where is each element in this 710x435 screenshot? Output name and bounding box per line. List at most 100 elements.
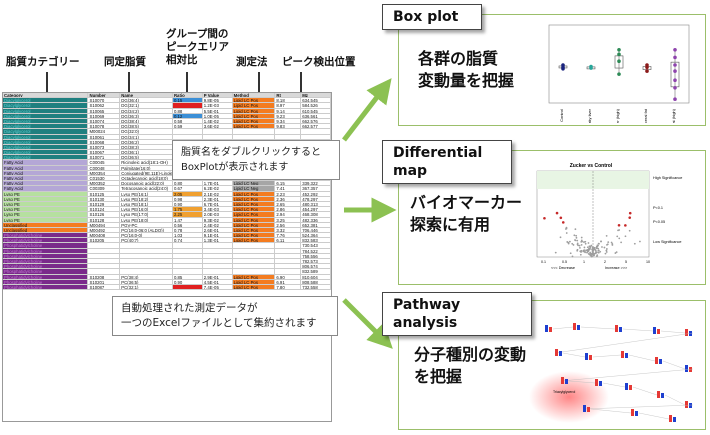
cell-category: Diacylglycerol xyxy=(3,98,89,103)
cell-name[interactable] xyxy=(120,259,173,264)
diffmap-point xyxy=(555,211,559,215)
pathway-edge xyxy=(590,408,632,414)
diffmap-x-tick: 2 xyxy=(604,260,606,264)
diffmap-point xyxy=(605,248,608,250)
cell-pvalue: 7.4E-05 xyxy=(202,284,233,290)
cell-name[interactable]: Lyso PE(16:0) xyxy=(120,207,173,212)
cell-name[interactable] xyxy=(120,264,173,269)
label-peak-area-ratio: グループ間の ピークエリア 相対比 xyxy=(166,28,229,66)
cell-name[interactable]: DG(32:0) xyxy=(120,129,173,134)
cell-name[interactable]: PC(38:4) xyxy=(120,274,173,279)
cell-ratio: 0.59 xyxy=(172,124,203,129)
diffmap-point xyxy=(561,221,565,224)
pathway-bar xyxy=(573,323,576,330)
cell-name[interactable] xyxy=(120,243,173,248)
cell-name[interactable]: PC(40:7) xyxy=(120,238,173,243)
cell-name[interactable]: DG(38:4) xyxy=(120,118,173,124)
cell-mz: 806.574 xyxy=(301,264,331,269)
cell-name[interactable]: DG(36:3) xyxy=(120,113,173,118)
cell-name[interactable] xyxy=(120,269,173,274)
cell-rt xyxy=(275,243,302,248)
cell-rt: 2.94 xyxy=(275,212,302,217)
cell-name[interactable]: Lyso PE(17:0) xyxy=(120,212,173,217)
diffmap-point xyxy=(573,234,576,237)
cell-method: Lipid LC Pos xyxy=(232,191,276,196)
cell-number: C00045 xyxy=(88,160,121,165)
diffmap-point xyxy=(565,226,568,229)
cell-pvalue: 4.5E-01 xyxy=(202,279,233,284)
pathway-edge xyxy=(660,330,686,334)
boxplot-title: Box plot xyxy=(382,4,482,30)
pathway-edge xyxy=(560,368,694,382)
cell-name[interactable]: Docosanoic acid(22:0) xyxy=(120,181,173,186)
pathway-highlight xyxy=(529,371,609,423)
diffmap-point xyxy=(601,246,603,248)
cell-name[interactable]: PC(16:0-06:0 (ALDO)) xyxy=(120,227,173,233)
cell-name[interactable]: Lyso PE(18:1) xyxy=(120,201,173,207)
diffmap-point xyxy=(589,245,592,248)
cell-name[interactable]: DG(32:1) xyxy=(120,103,173,108)
cell-name[interactable]: DG(34:1) xyxy=(120,134,173,139)
cell-name[interactable]: PC(32:1) xyxy=(120,284,173,290)
cell-name[interactable]: DG(36:4) xyxy=(120,98,173,103)
diffmap-point xyxy=(604,252,607,255)
cell-pvalue xyxy=(202,134,233,139)
cell-method: Lipid LC Pos xyxy=(232,227,276,233)
diffmap-point xyxy=(610,241,613,244)
cell-name[interactable]: Tetracosanoic acid(24:0) xyxy=(120,186,173,191)
cell-mz xyxy=(301,129,331,134)
cell-category: Unclassified xyxy=(3,222,89,227)
cell-name[interactable]: Lyso PE(18:0) xyxy=(120,217,173,222)
cell-rt: 2.56 xyxy=(275,222,302,227)
cell-ratio xyxy=(172,259,203,264)
diffmap-point xyxy=(571,255,574,258)
cell-rt: 2.86 xyxy=(275,207,302,212)
cell-name[interactable]: PGV-PC xyxy=(120,222,173,227)
diffmap-point xyxy=(592,248,595,250)
diffmap-point xyxy=(559,216,563,220)
cell-name[interactable]: PC(36:5) xyxy=(120,279,173,284)
cell-name[interactable]: PC(16:0-0) xyxy=(120,233,173,238)
cell-name[interactable]: Lyso PE(18:2) xyxy=(120,196,173,201)
cell-name[interactable]: DG(38:5) xyxy=(120,124,173,129)
cell-name[interactable]: Lyso PE(16:1) xyxy=(120,191,173,196)
cell-name[interactable]: DG(34:2) xyxy=(120,108,173,113)
label-method: 測定法 xyxy=(236,56,268,68)
cell-category: Diacylglycerol xyxy=(3,113,89,118)
box-point xyxy=(617,72,621,76)
cell-name[interactable] xyxy=(120,253,173,258)
cell-name[interactable] xyxy=(120,248,173,253)
pathway-edge xyxy=(662,360,686,370)
diffmap-point xyxy=(614,252,617,254)
cell-number: S10205 xyxy=(88,238,121,243)
